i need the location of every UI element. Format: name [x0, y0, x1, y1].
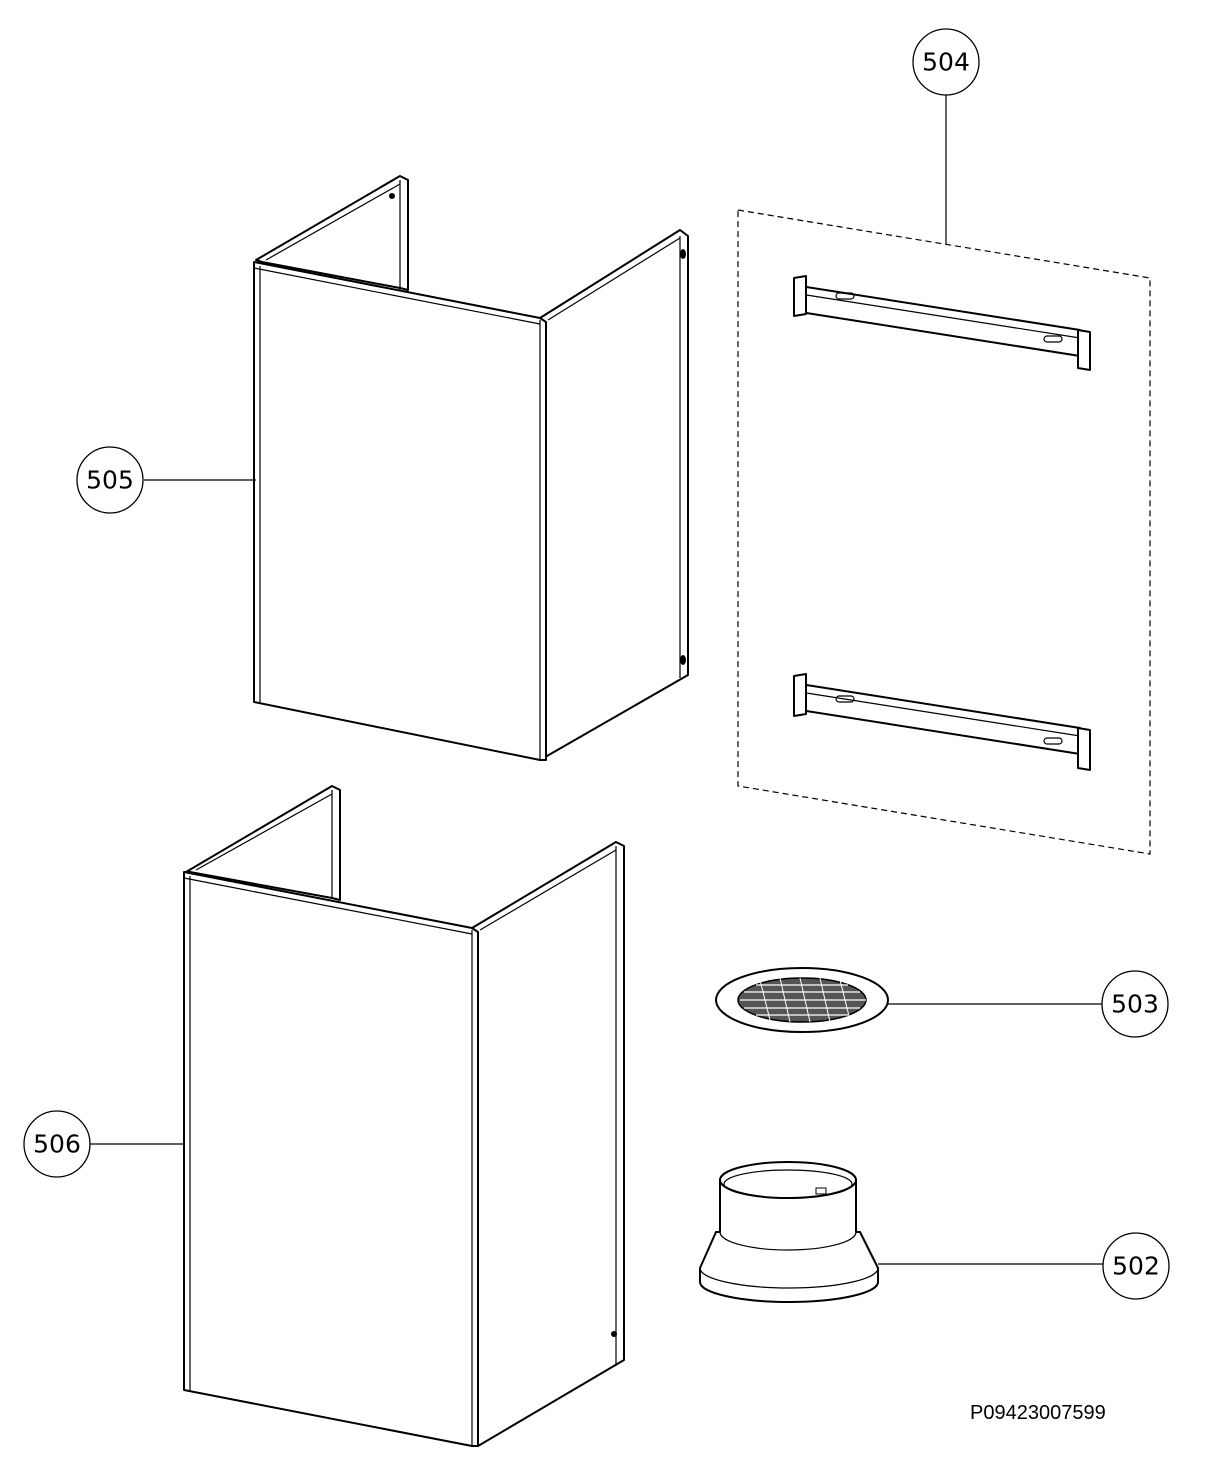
callout-504: 504	[912, 28, 980, 96]
drawing-number: P09423007599	[970, 1402, 1106, 1424]
callout-502: 502	[1102, 1232, 1170, 1300]
callout-503: 503	[1101, 970, 1169, 1038]
callout-label-505: 505	[86, 466, 134, 495]
round-grille-503	[715, 967, 889, 1033]
wall-bracket-kit-504	[737, 209, 1151, 855]
lower-wall-bracket	[793, 673, 1091, 771]
callout-506: 506	[23, 1110, 91, 1178]
leader-lines	[90, 95, 1104, 1265]
lower-chimney-cover-506	[183, 785, 625, 1447]
duct-adapter-502	[699, 1161, 879, 1303]
upper-chimney-cover-505	[253, 175, 689, 761]
callout-505: 505	[76, 446, 144, 514]
callout-label-506: 506	[33, 1130, 81, 1159]
callout-label-503: 503	[1111, 990, 1159, 1019]
callout-label-504: 504	[922, 48, 970, 77]
upper-wall-bracket	[793, 275, 1091, 371]
callout-label-502: 502	[1112, 1252, 1160, 1281]
